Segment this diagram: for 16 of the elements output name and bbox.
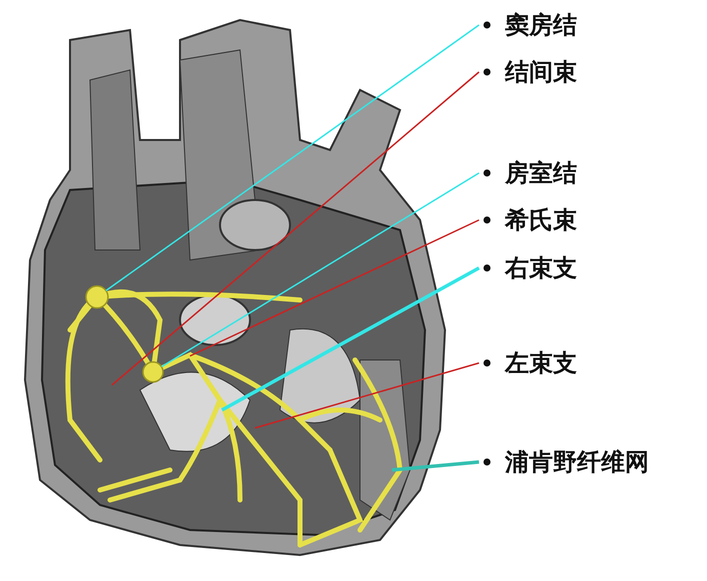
part-label: 结间束	[505, 57, 577, 87]
part-label: 右束支	[505, 253, 577, 283]
part-label: 希氏束	[505, 205, 577, 235]
leader-line	[221, 266, 480, 412]
conduction-node	[85, 285, 109, 309]
leader-line	[112, 71, 480, 386]
leader-line	[190, 219, 480, 357]
part-label: 房室结	[505, 158, 577, 188]
leader-line	[106, 24, 480, 292]
part-label: 窦房结	[505, 10, 577, 40]
conduction-node	[142, 361, 164, 383]
part-label: 左束支	[505, 348, 577, 378]
part-label: 浦肯野纤维网	[505, 447, 649, 477]
leader-line	[254, 362, 480, 429]
leader-line	[161, 172, 480, 368]
leader-line	[392, 460, 480, 472]
